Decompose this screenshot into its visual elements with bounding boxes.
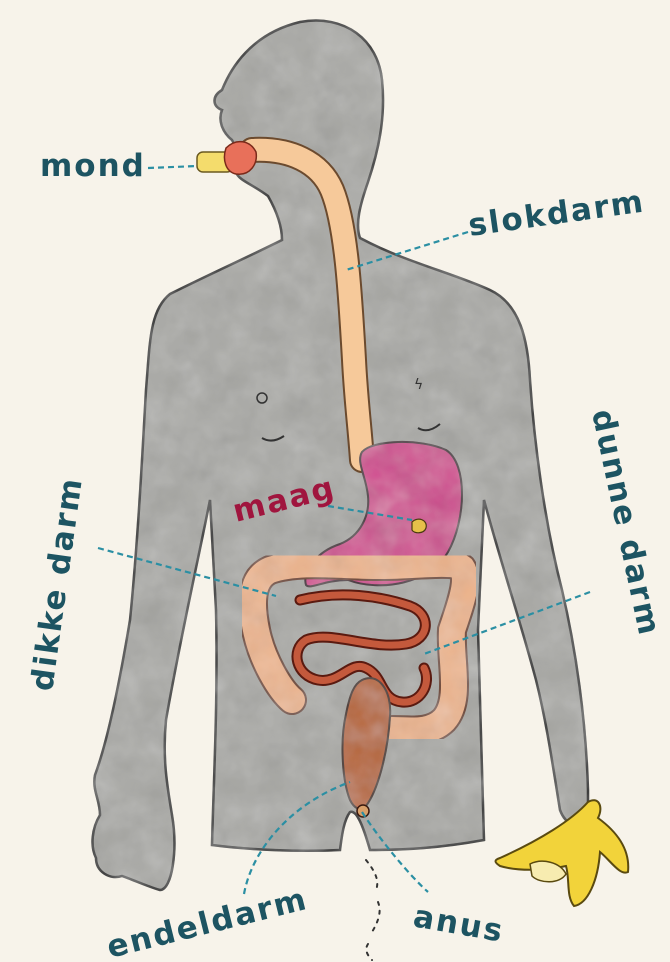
right-nipple: ϟ bbox=[414, 377, 423, 393]
label-mouth: mond bbox=[40, 148, 146, 184]
body-silhouette: ϟ bbox=[93, 21, 588, 890]
leader-mouth bbox=[148, 166, 198, 168]
label-small-intestine: dunne darm bbox=[584, 406, 667, 639]
label-anus: anus bbox=[411, 898, 507, 949]
body-shape bbox=[93, 21, 588, 890]
label-large-intestine: dikke darm bbox=[24, 474, 90, 693]
stool-drops bbox=[366, 860, 380, 960]
food-particle bbox=[412, 519, 426, 533]
mouth-group bbox=[197, 142, 256, 175]
mouth-shape bbox=[224, 142, 256, 175]
label-rectum: endeldarm bbox=[103, 881, 311, 962]
label-esophagus: slokdarm bbox=[466, 184, 647, 244]
